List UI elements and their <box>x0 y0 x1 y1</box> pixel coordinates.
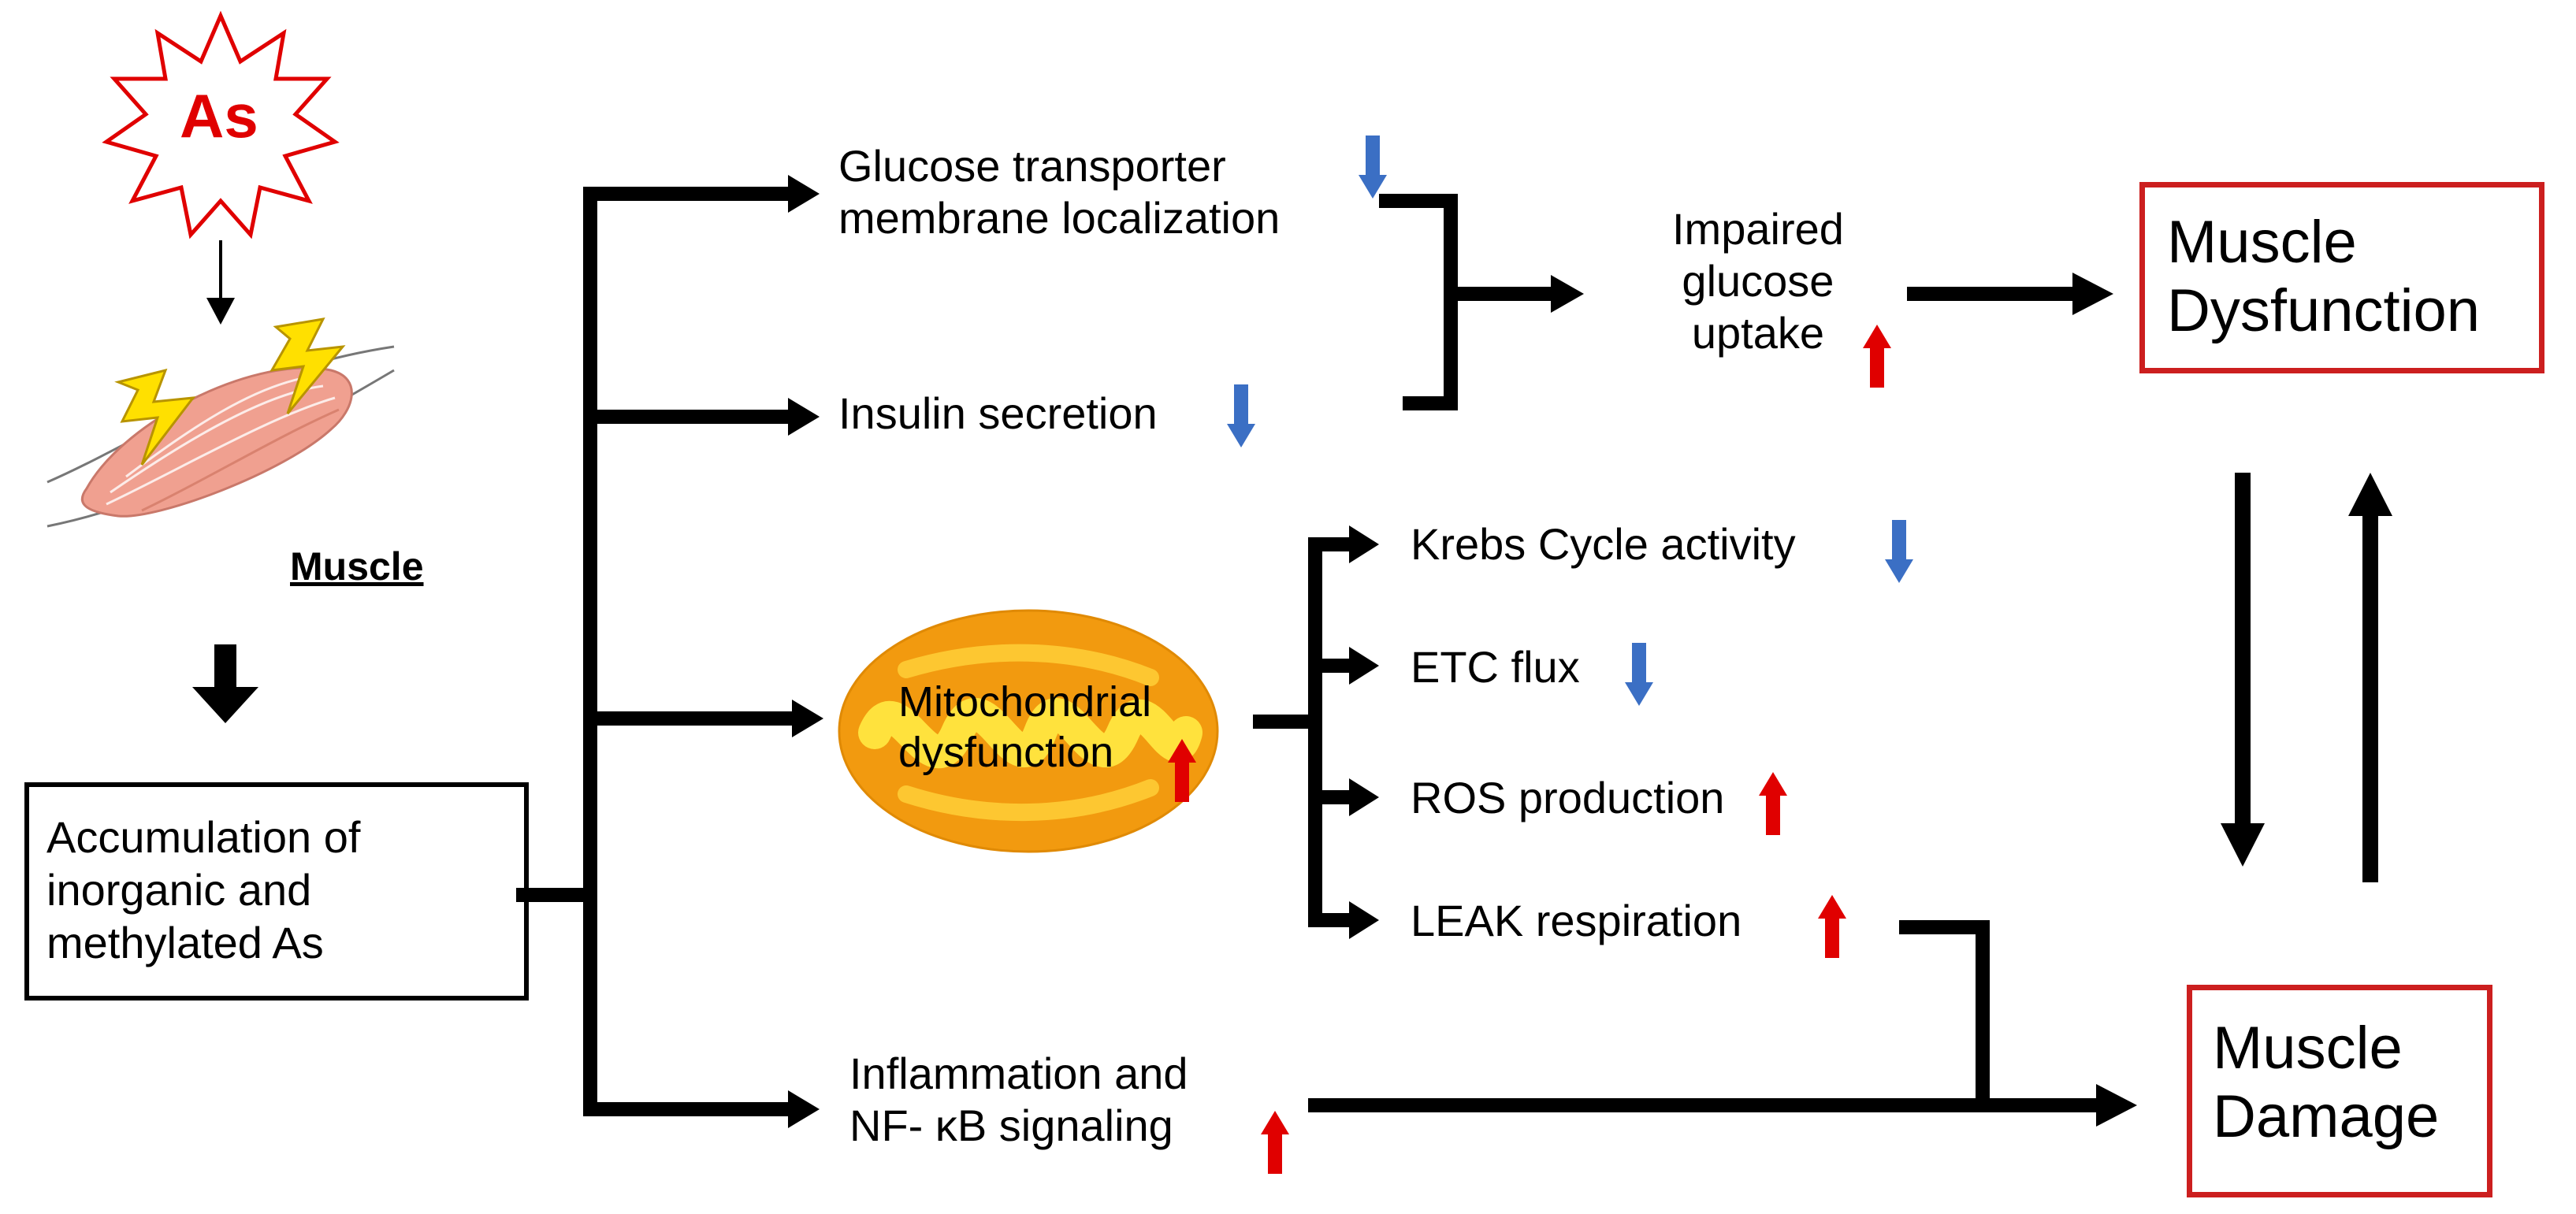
inflammation-trend-icon <box>1261 1111 1289 1174</box>
muscle-damage-box: Muscle Damage <box>2187 985 2492 1197</box>
etc-flux-label: ETC flux <box>1411 642 1580 692</box>
etc-trend-icon <box>1625 643 1653 706</box>
glucose-bracket-connector <box>1379 194 1584 410</box>
mitochondrion-icon <box>838 609 1219 853</box>
to-damage-connector <box>1308 920 2137 1127</box>
arsenic-label: As <box>180 81 258 150</box>
uptake-to-dysfunction-arrow <box>1907 273 2113 315</box>
leak-trend-icon <box>1818 895 1846 958</box>
leak-respiration-label: LEAK respiration <box>1411 896 1742 945</box>
lightning-bolt-icon <box>269 317 346 414</box>
insulin-secretion-label: Insulin secretion <box>838 388 1158 438</box>
inflammation-label: Inflammation and NF- κB signaling <box>849 1049 1188 1151</box>
dysfunction-damage-arrows <box>2221 473 2392 882</box>
accumulation-box: Accumulation of inorganic and methylated… <box>24 782 529 1001</box>
accumulation-line: inorganic and <box>46 865 312 915</box>
mitochondrial-dysfunction-label: Mitochondrial dysfunction <box>898 678 1152 776</box>
mito-effects-connector <box>1253 525 1379 939</box>
insulin-secretion-trend-icon <box>1227 384 1255 447</box>
krebs-cycle-label: Krebs Cycle activity <box>1411 519 1796 569</box>
main-branch-connector <box>516 175 823 1128</box>
glucose-transporter-trend-icon <box>1359 136 1387 199</box>
impaired-uptake-label: Impaired glucose uptake <box>1672 204 1844 358</box>
arsenic-starburst-icon <box>102 10 340 239</box>
mitochondrial-trend-icon <box>1168 739 1196 802</box>
glucose-transporter-label: Glucose transporter membrane localizatio… <box>838 141 1281 243</box>
accumulation-line: Accumulation of <box>46 812 361 862</box>
ros-production-label: ROS production <box>1411 773 1725 822</box>
muscle-dysfunction-box: Muscle Dysfunction <box>2139 182 2544 373</box>
krebs-trend-icon <box>1885 520 1913 583</box>
ros-trend-icon <box>1759 772 1787 835</box>
lightning-bolt-icon <box>114 368 196 466</box>
impaired-uptake-trend-icon <box>1863 325 1891 388</box>
muscle-illustration-icon <box>46 317 395 528</box>
accumulation-line: methylated As <box>46 918 324 968</box>
muscle-label: Muscle <box>290 544 424 588</box>
muscle-to-accumulation-arrow <box>192 644 258 723</box>
